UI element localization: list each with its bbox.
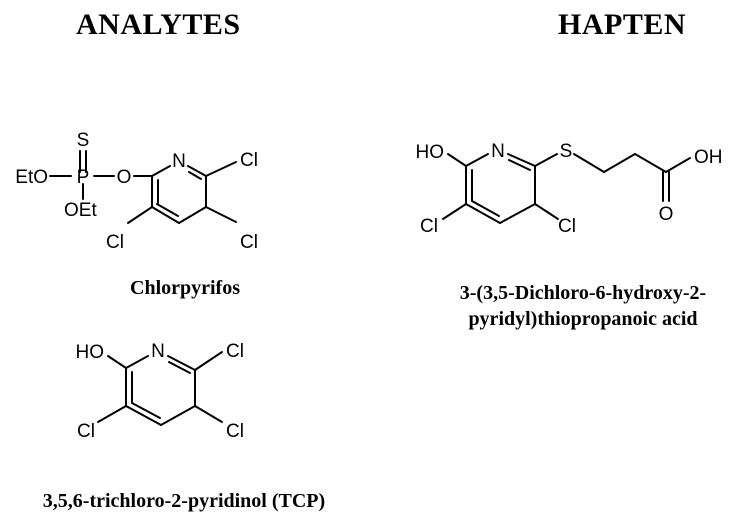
hapten-s-atom: S bbox=[560, 141, 573, 162]
c4-c3-bond bbox=[151, 206, 180, 224]
chlorpyrifos-o-atom: O bbox=[117, 167, 132, 188]
c3-c4-bond bbox=[499, 203, 536, 224]
tcp-n-atom: N bbox=[151, 341, 165, 362]
c6-cl-bond bbox=[194, 351, 223, 371]
chlorpyrifos-label: Chlorpyrifos bbox=[130, 277, 240, 299]
c4-c3-inner-bond bbox=[131, 402, 161, 419]
hapten-cl-atom: Cl bbox=[558, 216, 576, 237]
tcp-label: 3,5,6-trichloro-2-pyridinol (TCP) bbox=[42, 490, 326, 512]
c3-cl-bond bbox=[127, 206, 153, 224]
c2-n-bond bbox=[125, 355, 149, 369]
hapten-ho-group: HO bbox=[416, 142, 445, 163]
c4-c3-bond bbox=[125, 405, 162, 426]
hapten-oh-group: OH bbox=[694, 147, 723, 168]
n-c6-inner-bond bbox=[168, 361, 191, 374]
chlorpyrifos-cl-atom: Cl bbox=[106, 232, 124, 253]
n-c6-bond bbox=[187, 165, 207, 177]
hapten-n-atom: N bbox=[491, 141, 505, 162]
c5-c4-bond bbox=[178, 206, 207, 224]
tcp-cl-atom: Cl bbox=[226, 421, 244, 442]
c4-c5-inner-bond bbox=[471, 200, 500, 217]
s-ch2-bond bbox=[573, 153, 605, 173]
n-c6-inner-bond bbox=[188, 171, 202, 180]
chlorpyrifos-p-atom: P bbox=[77, 167, 90, 188]
tcp-cl-atom: Cl bbox=[77, 421, 95, 442]
c4-c3-inner-bond bbox=[156, 203, 179, 217]
ho-c6-bond bbox=[447, 153, 467, 167]
tcp-structure: HO N Cl Cl Cl bbox=[76, 341, 244, 442]
c3-cl-bond bbox=[534, 203, 559, 220]
c5-cl-bond bbox=[194, 405, 223, 423]
hapten-label-line-2: pyridyl)thiopropanoic acid bbox=[468, 308, 698, 330]
hapten-cl-atom: Cl bbox=[420, 216, 438, 237]
hapten-label-line-1: 3-(3,5-Dichloro-6-hydroxy-2- bbox=[459, 282, 707, 304]
n-c2-bond bbox=[507, 153, 536, 167]
c5-cl-bond bbox=[205, 206, 237, 223]
chlorpyrifos-oet-group: OEt bbox=[64, 200, 97, 221]
c4-c5-bond bbox=[465, 203, 501, 224]
hapten-heading: HAPTEN bbox=[558, 8, 687, 41]
hapten-label: 3-(3,5-Dichloro-6-hydroxy-2- pyridyl)thi… bbox=[418, 280, 748, 332]
chlorpyrifos-n-atom: N bbox=[172, 151, 186, 172]
analytes-heading: ANALYTES bbox=[76, 8, 241, 41]
n-c2-inner-bond bbox=[508, 159, 531, 171]
c3-cl-bond bbox=[97, 405, 127, 423]
c5-cl-bond bbox=[442, 203, 467, 220]
chlorpyrifos-structure: S P O EtO OEt N Cl Cl Cl bbox=[15, 130, 258, 253]
tcp-cl-atom: Cl bbox=[226, 341, 244, 362]
ch2-cooh-bond bbox=[634, 153, 667, 173]
c2-s-bond bbox=[534, 153, 558, 167]
hapten-structure: HO N S OH O Cl Cl bbox=[416, 141, 723, 237]
chlorpyrifos-eto-group: EtO bbox=[15, 167, 48, 188]
c2-n-bond bbox=[151, 165, 171, 177]
chlorpyrifos-s-atom: S bbox=[77, 130, 90, 151]
chlorpyrifos-cl-atom: Cl bbox=[240, 232, 258, 253]
tcp-ho-group: HO bbox=[76, 342, 105, 363]
hapten-o-atom: O bbox=[659, 204, 674, 225]
chlorpyrifos-cl-atom: Cl bbox=[240, 150, 258, 171]
c-oh-bond bbox=[665, 157, 691, 173]
ch2-ch2-bond bbox=[603, 153, 636, 173]
c6-cl-bond bbox=[205, 161, 237, 177]
c6-n-bond bbox=[465, 153, 489, 167]
n-c6-bond bbox=[167, 355, 196, 371]
c5-c4-bond bbox=[160, 405, 196, 426]
ho-c2-bond bbox=[107, 355, 127, 369]
